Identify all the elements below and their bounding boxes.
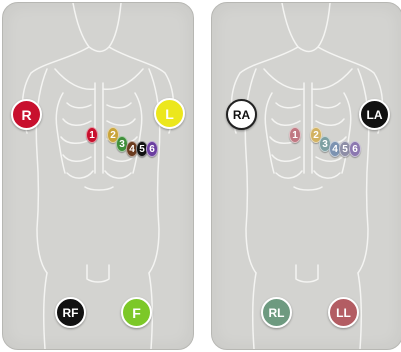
chest-electrode-6-label: 6: [352, 144, 358, 155]
electrode-rf-label: RF: [63, 306, 79, 320]
chest-electrode-5-label: 5: [342, 144, 348, 155]
torso-outline: [3, 3, 193, 349]
electrode-ra-label: RA: [233, 108, 250, 122]
electrode-rl-label: RL: [269, 306, 285, 320]
electrode-f-label: F: [132, 305, 141, 321]
electrode-diagram-right: RA LA RL LL 1 2 3 4 5 6: [211, 2, 401, 350]
electrode-r: R: [11, 99, 42, 130]
electrode-rl: RL: [261, 297, 292, 328]
chest-electrode-3-label: 3: [119, 139, 125, 150]
chest-electrode-1-label: 1: [89, 130, 95, 141]
chest-electrode-4-label: 4: [332, 144, 338, 155]
electrode-diagram-left: R L RF F 1 2 3 4 5 6: [2, 2, 194, 350]
chest-electrode-2-label: 2: [313, 130, 319, 141]
electrode-ll-label: LL: [336, 306, 351, 320]
chest-electrode-1-label: 1: [292, 130, 298, 141]
chest-electrode-6-label: 6: [149, 144, 155, 155]
electrode-la-label: LA: [367, 108, 383, 122]
chest-electrode-5-label: 5: [139, 144, 145, 155]
electrode-f: F: [121, 297, 152, 328]
chest-electrode-3-label: 3: [322, 139, 328, 150]
chest-electrode-4-label: 4: [129, 144, 135, 155]
torso-outline: [212, 3, 401, 349]
chest-electrode-6: 6: [146, 141, 158, 157]
electrode-ra: RA: [226, 99, 257, 130]
electrode-rf: RF: [55, 297, 86, 328]
chest-electrode-2-label: 2: [110, 130, 116, 141]
electrode-ll: LL: [328, 297, 359, 328]
electrode-l: L: [154, 98, 185, 129]
chest-electrode-1: 1: [86, 127, 98, 143]
electrode-l-label: L: [165, 106, 174, 122]
electrode-r-label: R: [21, 107, 31, 123]
chest-electrode-1: 1: [289, 127, 301, 143]
electrode-la: LA: [359, 99, 390, 130]
chest-electrode-6: 6: [349, 141, 361, 157]
